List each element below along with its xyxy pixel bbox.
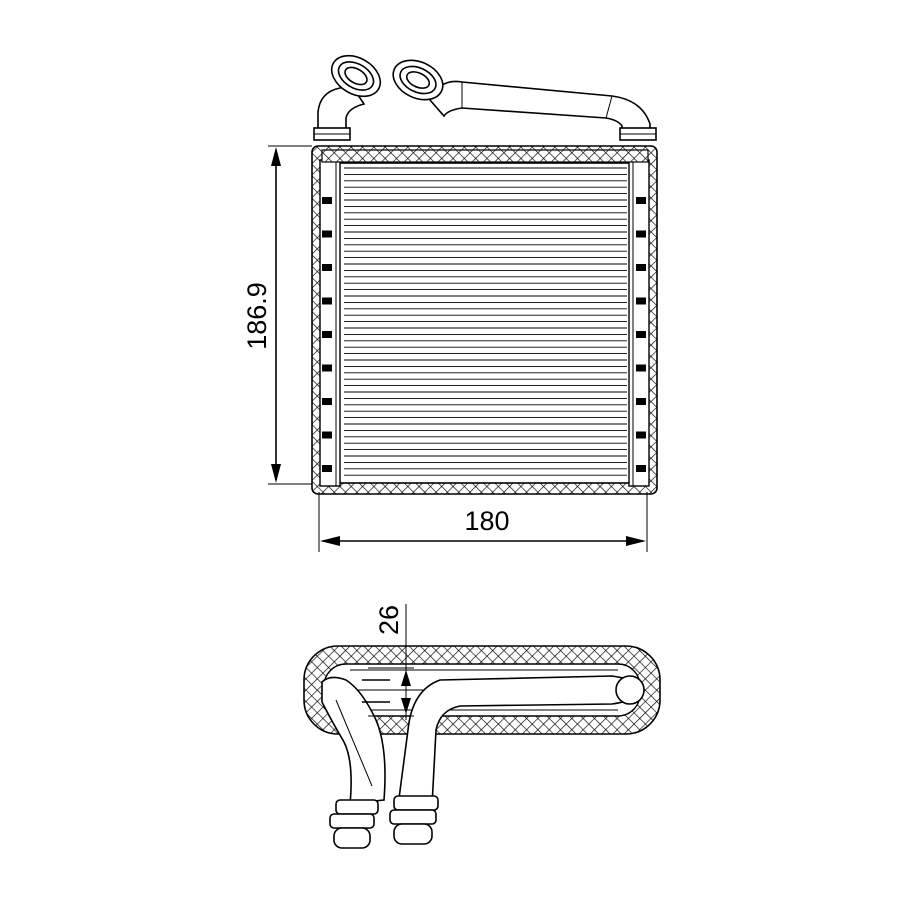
pipe-end-right xyxy=(389,795,439,845)
core-fins xyxy=(344,167,627,476)
depth-dimension: 26 xyxy=(368,604,414,720)
front-view xyxy=(311,54,658,495)
outlet-pipe xyxy=(392,59,657,141)
pipe-end-left xyxy=(329,799,379,849)
frame xyxy=(311,145,658,495)
height-dimension: 186.9 xyxy=(242,145,312,485)
inlet-pipe xyxy=(313,54,382,141)
width-dimension: 180 xyxy=(318,492,648,552)
height-label: 186.9 xyxy=(242,282,272,350)
depth-label: 26 xyxy=(374,605,404,635)
width-label: 180 xyxy=(464,506,509,536)
top-view xyxy=(303,645,661,849)
side-clips xyxy=(322,197,646,472)
